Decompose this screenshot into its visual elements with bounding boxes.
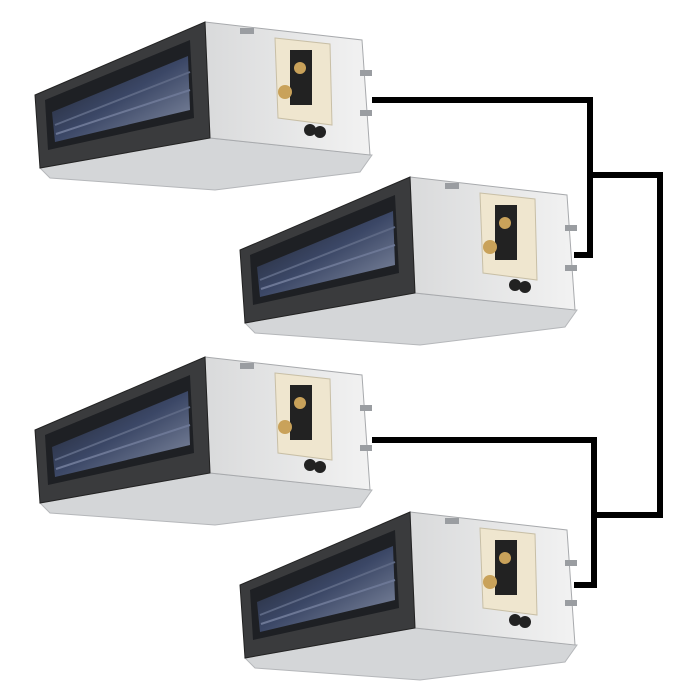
pipe-main-trunk xyxy=(590,172,663,518)
indoor-unit-4 xyxy=(239,511,578,681)
indoor-unit-1 xyxy=(34,21,373,191)
pipe-unit3-to-unit4 xyxy=(372,437,597,588)
indoor-unit-3 xyxy=(34,356,373,526)
refrigerant-piping xyxy=(372,97,663,588)
indoor-unit-2 xyxy=(239,176,578,346)
